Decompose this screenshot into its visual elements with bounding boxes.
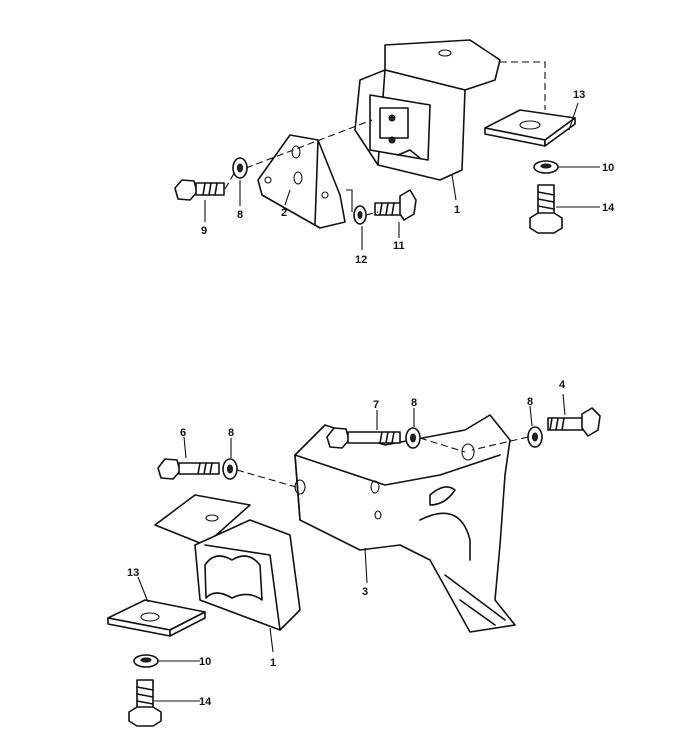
engine-mount-top <box>354 39 501 181</box>
callout-14: 14 <box>602 202 615 214</box>
callout-2: 2 <box>281 207 287 219</box>
callout-8: 8 <box>527 396 533 408</box>
callout-11: 11 <box>393 240 405 252</box>
callout-1: 1 <box>454 204 460 216</box>
callout-8: 8 <box>228 427 234 439</box>
callout-14: 14 <box>199 696 212 708</box>
callout-13: 13 <box>127 567 139 579</box>
callout-10: 10 <box>602 162 614 174</box>
callout-4: 4 <box>559 379 566 391</box>
callout-6: 6 <box>180 427 186 439</box>
bolt-11 <box>374 189 417 221</box>
washer-8-left <box>222 458 238 480</box>
callout-8: 8 <box>237 209 243 221</box>
washer-8-top <box>232 157 248 179</box>
bolt-9 <box>174 179 225 201</box>
bottom-assembly: 4 8 7 8 6 8 3 13 1 10 14 <box>107 379 601 727</box>
bolt-6 <box>157 458 220 480</box>
callout-9: 9 <box>201 225 207 237</box>
bolt-14 <box>529 184 563 234</box>
callout-12: 12 <box>355 254 367 266</box>
callout-8: 8 <box>411 397 417 409</box>
callout-10: 10 <box>199 656 211 668</box>
washer-12 <box>353 205 367 225</box>
bolt-7 <box>326 427 401 449</box>
engine-mount-bottom <box>154 494 301 631</box>
bolt-4 <box>547 407 601 437</box>
bracket-3 <box>294 414 516 633</box>
callout-13: 13 <box>573 89 585 101</box>
callout-1: 1 <box>270 657 276 669</box>
callout-3: 3 <box>362 586 368 598</box>
top-assembly: 13 10 14 1 9 8 2 12 11 <box>174 39 615 266</box>
washer-10-bottom <box>133 654 159 668</box>
washer-8-middle <box>405 427 421 449</box>
bracket-2 <box>257 134 346 229</box>
washer-8-right <box>527 426 543 448</box>
callout-7: 7 <box>373 399 379 411</box>
washer-10 <box>533 160 559 174</box>
plate-13 <box>484 109 576 147</box>
plate-13-bottom <box>107 599 206 637</box>
bolt-14-bottom <box>128 679 162 727</box>
